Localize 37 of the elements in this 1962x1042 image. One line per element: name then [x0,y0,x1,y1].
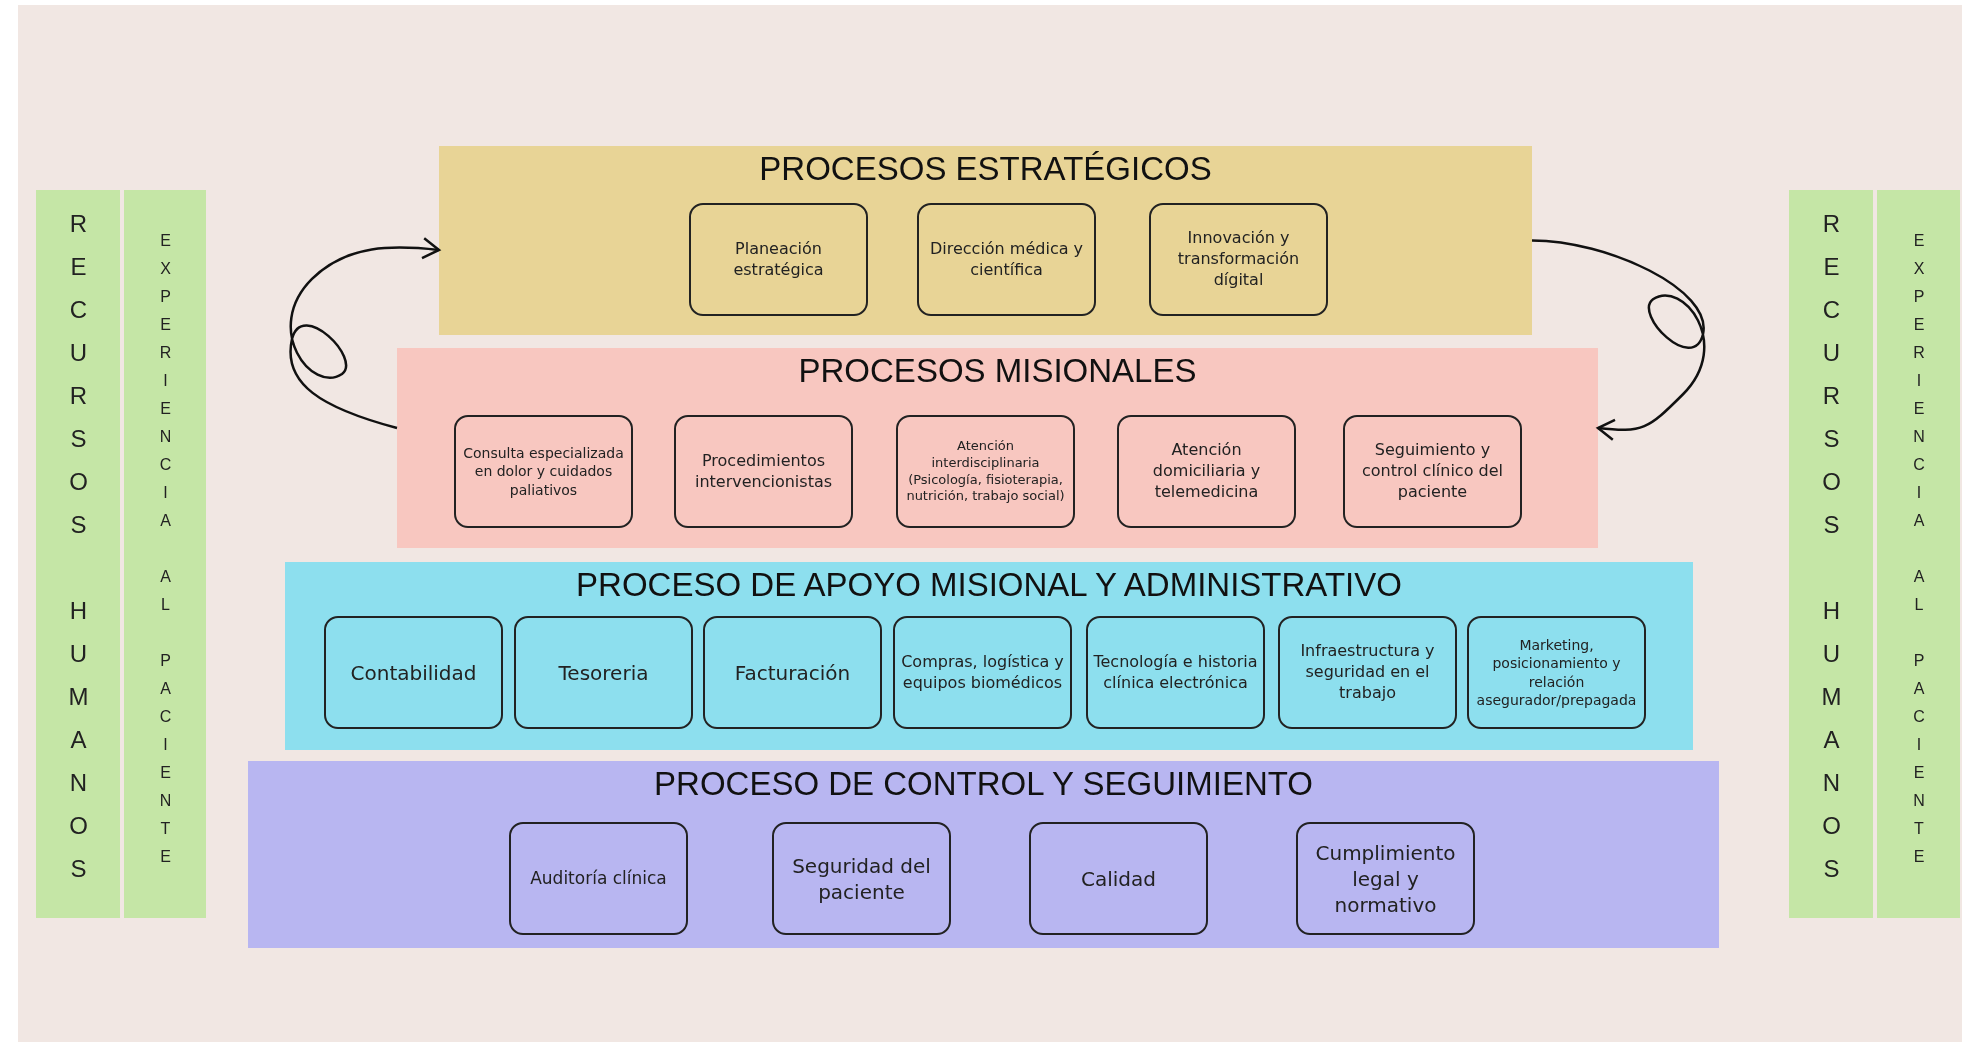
vertical-label: EXPERIENCIA AL PACIENTE [156,232,174,876]
process-box: Atención domiciliaria y telemedicina [1117,415,1296,528]
process-box: Infraestructura y seguridad en el trabajo [1278,616,1457,729]
process-box: Cumplimiento legal y normativo [1296,822,1475,935]
curved-arrow [1531,239,1706,441]
process-box: Innovación y transformación dígital [1149,203,1328,316]
process-box: Dirección médica y científica [917,203,1096,316]
vertical-label: EXPERIENCIA AL PACIENTE [1909,232,1928,876]
process-box: Facturación [703,616,882,729]
process-box: Consulta especializada en dolor y cuidados paliativos [454,415,633,528]
band-title: PROCESOS MISIONALES [798,352,1197,390]
process-box: Procedimientos intervencionistas [674,415,853,528]
process-box: Atención interdisciplinaria (Psicología, fisioterapia, nutrición, trabajo social) [896,415,1075,528]
process-box: Seguridad del paciente [772,822,951,935]
vertical-label: RECURSOS HUMANOS [1817,210,1845,898]
band-title: PROCESOS ESTRATÉGICOS [759,150,1212,188]
process-band [439,146,1532,335]
process-box: Seguimiento y control clínico del paciente [1343,415,1522,528]
curved-arrow [289,237,441,430]
process-box: Compras, logística y equipos biomédicos [893,616,1072,729]
process-box: Auditoría clínica [509,822,688,935]
vertical-label: RECURSOS HUMANOS [64,210,92,898]
band-title: PROCESO DE CONTROL Y SEGUIMIENTO [654,765,1313,803]
process-box: Marketing, posicionamiento y relación asegurador/prepagada [1467,616,1646,729]
band-title: PROCESO DE APOYO MISIONAL Y ADMINISTRATIVO [576,566,1402,604]
side-banner [36,190,120,918]
side-banner [1789,190,1873,918]
process-box: Tecnología e historia clínica electrónica [1086,616,1265,729]
process-box: Contabilidad [324,616,503,729]
side-banner [1877,190,1960,918]
process-box: Tesoreria [514,616,693,729]
process-box: Calidad [1029,822,1208,935]
process-box: Planeación estratégica [689,203,868,316]
process-band [248,761,1719,948]
process-band [397,348,1598,548]
side-banner [124,190,206,918]
process-band [285,562,1693,750]
